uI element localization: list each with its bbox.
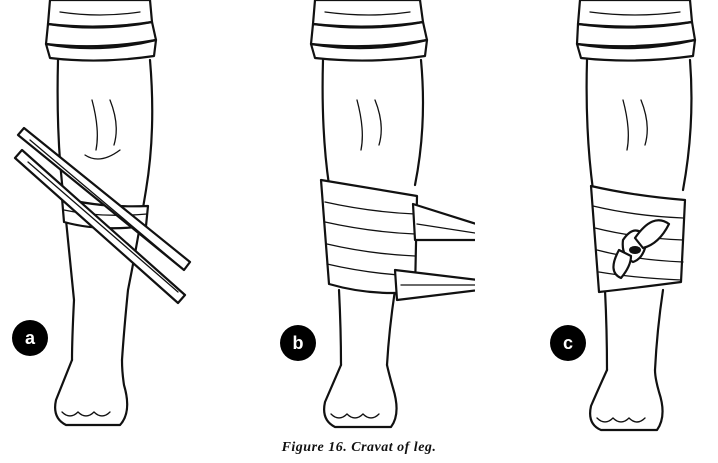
panel-a-badge: a [12,320,48,356]
panel-c-leg-illustration: c [495,0,718,440]
leg-c-drawing [495,0,718,440]
leg-b-drawing [245,0,475,440]
panel-a-leg-illustration: a [0,0,230,440]
panel-b-badge: b [280,325,316,361]
figure-caption: Figure 16. Cravat of leg. [0,440,718,456]
panel-a-label: a [25,328,35,348]
panel-b-label: b [293,333,304,353]
panel-c-label: c [563,333,573,353]
panel-b-leg-illustration: b [245,0,475,440]
panel-c-badge: c [550,325,586,361]
leg-a-drawing [0,0,230,440]
